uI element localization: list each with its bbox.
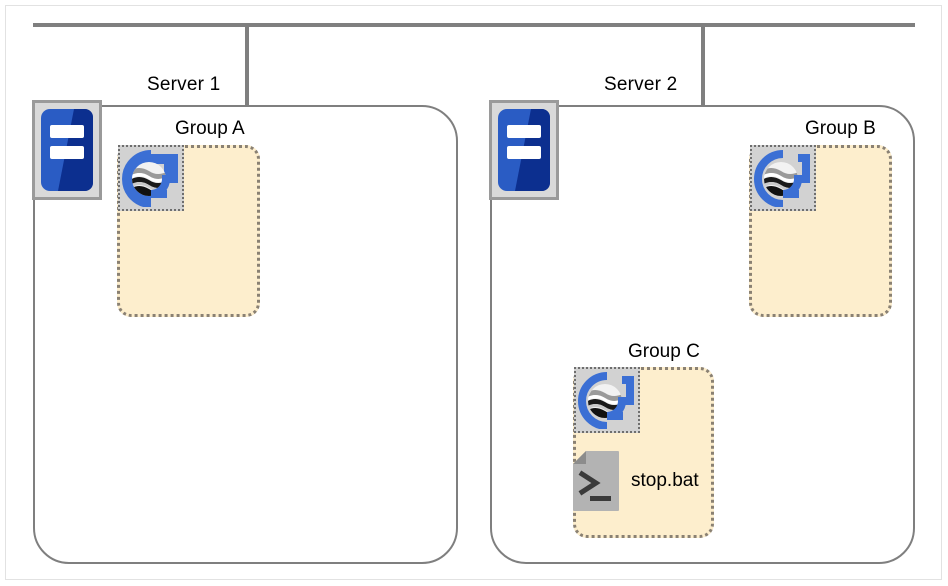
- group-box-group-b[interactable]: [749, 145, 892, 317]
- globe-g-icon[interactable]: [118, 145, 184, 211]
- globe-g-icon[interactable]: [574, 367, 640, 433]
- server-label-server-2: Server 2: [604, 74, 678, 95]
- group-label-group-c: Group C: [628, 341, 700, 362]
- server-label-server-1: Server 1: [147, 74, 221, 95]
- server-container-server-1[interactable]: [33, 105, 458, 564]
- bat-script-icon: [573, 451, 619, 511]
- connector-bus-horizontal: [33, 23, 915, 27]
- connector-drop-server-2: [701, 23, 705, 107]
- server-icon: [489, 100, 559, 200]
- file-item-stop-bat[interactable]: stop.bat: [572, 450, 699, 512]
- group-label-group-a: Group A: [175, 118, 245, 139]
- server-icon: [32, 100, 102, 200]
- globe-g-icon[interactable]: [750, 145, 816, 211]
- connector-drop-server-1: [245, 23, 249, 107]
- server-container-server-2[interactable]: [490, 105, 915, 564]
- group-label-group-b: Group B: [805, 118, 876, 139]
- file-label-stop-bat: stop.bat: [631, 470, 699, 491]
